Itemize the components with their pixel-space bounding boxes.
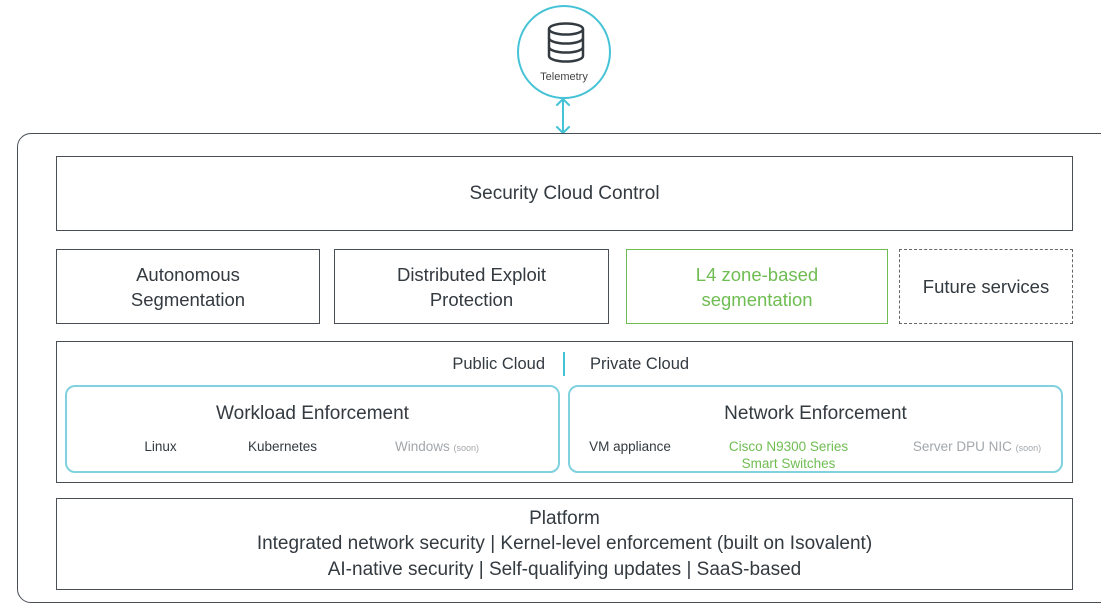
service-l4-zone-based-segmentation: L4 zone-based segmentation [626,249,888,324]
security-cloud-control-label: Security Cloud Control [469,182,660,204]
platform-title: Platform [529,507,600,529]
platform-capabilities-line: AI-native security | Self-qualifying upd… [327,558,802,580]
service-label-line: Distributed Exploit [396,263,547,285]
service-distributed-exploit-protection: Distributed Exploit Protection [334,249,609,324]
service-label-line: Autonomous [136,263,240,285]
workload-enforcement-title: Workload Enforcement [216,403,409,424]
network-item-label-line: Cisco N9300 Series [728,439,849,454]
network-item-label-line: Smart Switches [741,456,836,471]
soon-note: (soon) [1015,443,1042,453]
soon-note: (soon) [453,443,480,453]
service-future-services: Future services [899,249,1073,324]
network-enforcement-box: Network Enforcement VM appliance Cisco N… [568,385,1063,473]
network-item-label: Server DPU NIC [912,439,1012,454]
platform-capabilities-line: Integrated network security | Kernel-lev… [256,533,873,555]
public-cloud-label: Public Cloud [452,355,545,373]
private-cloud-label: Private Cloud [590,355,690,373]
network-enforcement-title: Network Enforcement [724,403,907,424]
service-label-line: Future services [922,276,1050,297]
platform-box: Platform Integrated network security | K… [56,498,1073,590]
workload-item-label: Windows [394,439,450,454]
workload-item-label: Kubernetes [247,439,318,454]
security-cloud-control-box: Security Cloud Control [56,156,1073,231]
telemetry-label: Telemetry [540,71,588,83]
network-item-server-dpu-nic: Server DPU NIC (soon) [892,438,1062,457]
telemetry-node: Telemetry [517,5,611,99]
cloud-divider [563,352,565,376]
workload-item-kubernetes: Kubernetes [225,438,340,455]
bidirectional-arrow-icon [556,98,570,134]
network-item-label: VM appliance [589,439,671,454]
workload-item-linux: Linux [113,438,208,455]
workload-enforcement-box: Workload Enforcement Linux Kubernetes Wi… [65,385,560,473]
workload-item-label: Linux [144,439,177,454]
network-item-cisco-n9300: Cisco N9300 Series Smart Switches [706,438,871,472]
service-label-line: Segmentation [130,288,246,310]
workload-item-windows: Windows (soon) [372,438,502,457]
database-icon [547,22,585,63]
service-label-line: Protection [429,288,514,310]
service-label-line: L4 zone-based [695,263,819,285]
network-item-vm-appliance: VM appliance [575,438,685,455]
service-label-line: segmentation [701,288,813,310]
service-autonomous-segmentation: Autonomous Segmentation [56,249,320,324]
